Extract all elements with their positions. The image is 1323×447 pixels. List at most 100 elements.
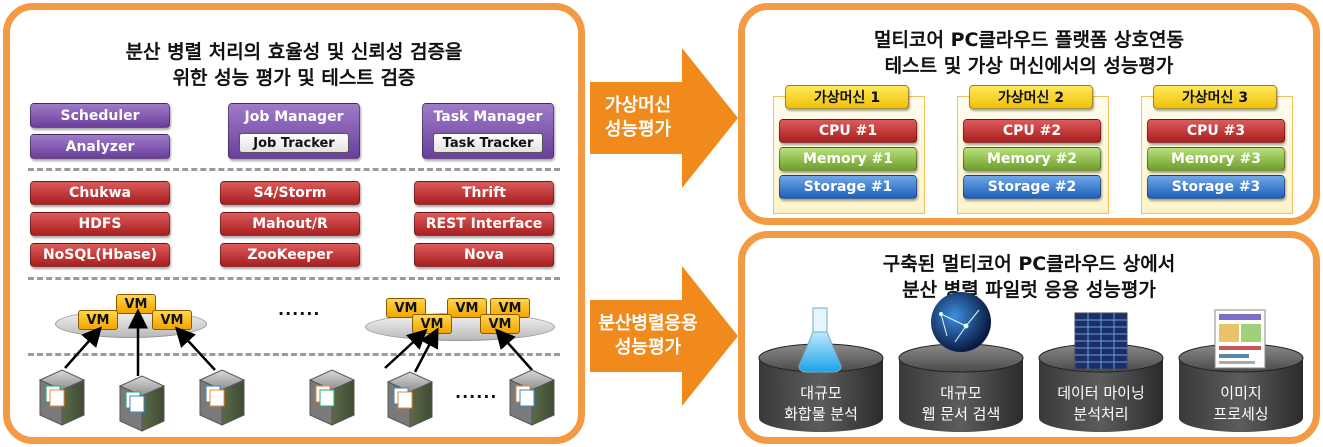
divider-3	[28, 353, 560, 356]
chukwa-box: Chukwa	[30, 181, 170, 205]
left-panel: 분산 병렬 처리의 효율성 및 신뢰성 검증을 위한 성능 평가 및 테스트 검…	[3, 3, 585, 444]
vm-header-2: 가상머신 2	[969, 85, 1093, 109]
left-panel-title-line1: 분산 병렬 처리의 효율성 및 신뢰성 검증을	[125, 41, 463, 63]
app-3-line2: 분석처리	[1073, 405, 1129, 423]
rest-interface-box: REST Interface	[414, 212, 554, 236]
task-manager-box: Task Manager Task Tracker	[422, 103, 554, 159]
thrift-label: Thrift	[461, 185, 506, 201]
app-label-4: 이미지 프로세싱	[1179, 383, 1303, 425]
app-label-3: 데이터 마이닝 분석처리	[1039, 383, 1163, 425]
flask-icon	[798, 307, 842, 373]
app-4-line2: 프로세싱	[1213, 405, 1269, 423]
app-label-1: 대규모 화합물 분석	[759, 383, 883, 425]
vm-box-2c: VM	[490, 298, 530, 318]
hdfs-box: HDFS	[30, 212, 170, 236]
memory-box-3: Memory #3	[1147, 147, 1285, 171]
vm-box-1b: VM	[78, 310, 118, 330]
arrow-bottom-label: 분산병렬응용 성능평가	[586, 312, 710, 360]
thrift-box: Thrift	[414, 181, 554, 205]
link-arrow-6	[495, 328, 533, 371]
arrow-top-line1: 가상머신	[604, 95, 672, 116]
nova-label: Nova	[464, 247, 504, 263]
cpu-box-1: CPU #1	[779, 119, 917, 143]
job-manager-box: Job Manager Job Tracker	[228, 103, 360, 159]
chukwa-label: Chukwa	[69, 185, 131, 201]
mahout-box: Mahout/R	[220, 212, 360, 236]
vm-header-1: 가상머신 1	[785, 85, 909, 109]
memory-label-1: Memory #1	[802, 151, 893, 167]
cpu-box-2: CPU #2	[963, 119, 1101, 143]
memory-label-3: Memory #3	[1170, 151, 1261, 167]
divider-1	[28, 168, 560, 171]
top-right-panel: 멀티코어 PC클라우드 플랫폼 상호연동 테스트 및 가상 머신에서의 성능평가…	[738, 3, 1320, 225]
image-document-icon	[1214, 309, 1266, 369]
nosql-box: NoSQL(Hbase)	[30, 243, 170, 267]
storage-box-2: Storage #2	[963, 175, 1101, 199]
bottom-right-title-line1: 구축된 멀티코어 PC클라우드 상에서	[882, 253, 1176, 275]
vm-header-3: 가상머신 3	[1153, 85, 1277, 109]
job-tracker-label: Job Tracker	[253, 135, 335, 151]
vm-label: VM	[124, 296, 148, 312]
vm-box-1c: VM	[152, 310, 192, 330]
arrow-bottom-line1: 분산병렬응용	[598, 313, 698, 334]
analyzer-box: Analyzer	[30, 134, 170, 159]
cpu-label-3: CPU #3	[1186, 123, 1246, 139]
s4-storm-label: S4/Storm	[253, 185, 327, 201]
vm-label: VM	[488, 316, 512, 332]
ellipsis-bottom: ......	[455, 383, 498, 402]
task-manager-label: Task Manager	[433, 109, 543, 125]
top-right-title-line1: 멀티코어 PC클라우드 플랫폼 상호연동	[874, 29, 1184, 51]
server-icon-3	[198, 369, 246, 426]
memory-box-1: Memory #1	[779, 147, 917, 171]
storage-box-3: Storage #3	[1147, 175, 1285, 199]
nova-box: Nova	[414, 243, 554, 267]
link-arrow-1	[64, 326, 102, 369]
data-grid-icon	[1074, 312, 1128, 370]
app-3-line1: 데이터 마이닝	[1057, 384, 1145, 402]
server-icon-2	[118, 375, 166, 432]
vm-box-2b: VM	[447, 298, 487, 318]
vm-box-2a: VM	[386, 298, 426, 318]
arrow-top-label: 가상머신 성능평가	[594, 94, 682, 142]
memory-label-2: Memory #2	[986, 151, 1077, 167]
s4-storm-box: S4/Storm	[220, 181, 360, 205]
analyzer-label: Analyzer	[65, 138, 135, 155]
vm-label: VM	[160, 312, 184, 328]
storage-label-2: Storage #2	[987, 179, 1077, 195]
storage-box-1: Storage #1	[779, 175, 917, 199]
app-2-line2: 웹 문서 검색	[921, 405, 1001, 423]
scheduler-label: Scheduler	[60, 107, 140, 124]
vm-name-3: 가상머신 3	[1181, 90, 1249, 106]
app-cylinder-3	[1038, 343, 1164, 432]
scheduler-box: Scheduler	[30, 103, 170, 128]
cpu-box-3: CPU #3	[1147, 119, 1285, 143]
vm-label: VM	[394, 300, 418, 316]
vm-name-2: 가상머신 2	[997, 90, 1065, 106]
server-icon-6	[508, 369, 556, 426]
zookeeper-box: ZooKeeper	[220, 243, 360, 267]
storage-label-3: Storage #3	[1171, 179, 1261, 195]
server-icon-4	[308, 369, 356, 426]
app-1-line1: 대규모	[800, 384, 842, 402]
ellipsis-middle: ......	[278, 300, 321, 319]
vm-label: VM	[86, 312, 110, 328]
memory-box-2: Memory #2	[963, 147, 1101, 171]
globe-network-icon	[931, 292, 991, 352]
link-arrow-3	[174, 326, 216, 371]
vm-label: VM	[498, 300, 522, 316]
task-tracker-label: Task Tracker	[442, 135, 534, 151]
arrow-top	[590, 48, 738, 188]
rest-interface-label: REST Interface	[425, 216, 543, 232]
arrow-bottom-line2: 성능평가	[614, 337, 682, 358]
link-arrow-4	[384, 328, 428, 369]
arrow-bottom	[590, 266, 738, 406]
zookeeper-label: ZooKeeper	[247, 247, 333, 263]
vm-label: VM	[455, 300, 479, 316]
server-icon-5	[386, 371, 434, 428]
divider-2	[28, 277, 560, 280]
cpu-label-1: CPU #1	[818, 123, 878, 139]
server-links-svg	[38, 308, 556, 432]
storage-label-1: Storage #1	[803, 179, 893, 195]
server-icon-1	[38, 369, 86, 426]
